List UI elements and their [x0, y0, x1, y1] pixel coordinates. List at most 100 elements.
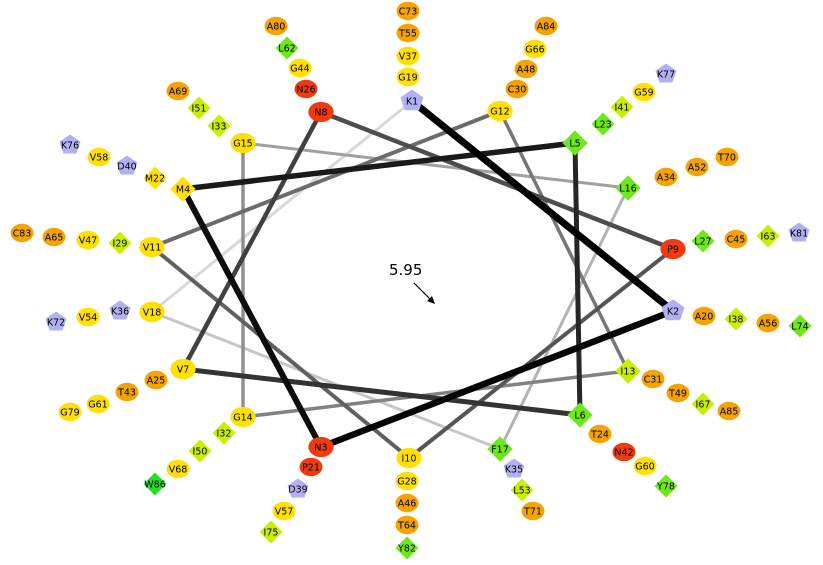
residue-g14-label: G14	[233, 413, 252, 424]
residue-t43-circle	[115, 382, 139, 402]
residue-m22-diamond	[143, 166, 167, 190]
residue-a84-circle	[534, 16, 558, 36]
residue-a85-circle	[717, 401, 741, 421]
residue-i38-diamond	[724, 307, 748, 331]
residue-i10-label: I10	[402, 454, 417, 465]
link-V7-N8	[181, 110, 323, 371]
residue-i50-diamond	[188, 439, 212, 463]
link-L5-L6	[572, 142, 583, 416]
residue-i41-label: I41	[615, 103, 630, 114]
residue-v18-label: V18	[143, 308, 162, 319]
residue-a56-label: A56	[759, 319, 778, 330]
residue-t55-label: T55	[398, 29, 417, 40]
residue-a25-label: A25	[147, 376, 166, 387]
residue-n42-label: N42	[614, 448, 633, 459]
residue-g79-circle	[58, 402, 82, 422]
residue-l6-diamond	[567, 402, 593, 428]
residue-p9-circle	[660, 238, 686, 260]
residue-g61-circle	[86, 394, 110, 414]
residue-v7-label: V7	[177, 365, 190, 376]
residue-g59-label: G59	[634, 88, 653, 99]
residue-k1-pentagon	[400, 89, 424, 111]
residue-i67-label: I67	[696, 400, 711, 411]
residue-i63-diamond	[756, 224, 780, 248]
residue-n26-circle	[294, 79, 318, 99]
link-V11-G12	[151, 109, 501, 249]
residue-n42-circle	[612, 442, 636, 462]
residue-t49-circle	[666, 383, 690, 403]
residue-g19-circle	[396, 67, 420, 87]
residue-a69-label: A69	[169, 87, 188, 98]
residue-g14-circle	[230, 406, 256, 428]
residue-a85-label: A85	[720, 407, 739, 418]
residue-l23-label: L23	[594, 120, 611, 131]
residue-t49-label: T49	[668, 389, 687, 400]
residue-v68-circle	[166, 459, 190, 479]
residue-i41-diamond	[610, 95, 634, 119]
residue-v57-label: V57	[275, 507, 294, 518]
residue-v58-circle	[87, 147, 111, 167]
residue-a84-label: A84	[537, 22, 556, 33]
residue-k35-label: K35	[505, 465, 523, 476]
residue-y78-diamond	[654, 474, 678, 498]
residue-i75-diamond	[259, 520, 283, 544]
residue-i32-diamond	[212, 421, 236, 445]
residue-l5-label: L5	[569, 139, 580, 150]
residue-k81-label: K81	[790, 229, 808, 240]
residue-i50-label: I50	[193, 447, 208, 458]
residue-g44-circle	[288, 58, 312, 78]
residue-a69-circle	[166, 81, 190, 101]
residue-t71-circle	[521, 501, 545, 521]
residue-g60-circle	[633, 456, 657, 476]
residue-c31-circle	[641, 369, 665, 389]
residue-g12-label: G12	[490, 107, 509, 118]
residue-n26-label: N26	[296, 85, 315, 96]
residue-g44-label: G44	[290, 64, 309, 75]
residue-l16-label: L16	[619, 184, 636, 195]
residue-i38-label: I38	[729, 315, 744, 326]
moment-value: 5.95	[389, 261, 422, 279]
residue-k77-label: K77	[657, 70, 675, 81]
residue-a34-label: A34	[657, 173, 676, 184]
residue-k35-pentagon	[503, 458, 525, 478]
residue-k36-pentagon	[109, 300, 131, 320]
residue-g15-circle	[230, 132, 256, 154]
residue-v47-label: V47	[79, 236, 98, 247]
residue-v37-circle	[396, 46, 420, 66]
moment-arrowhead	[427, 296, 435, 304]
residue-g15-label: G15	[233, 139, 252, 150]
residue-a80-circle	[264, 16, 288, 36]
residue-i13-label: I13	[621, 367, 636, 378]
residue-v54-label: V54	[79, 313, 98, 324]
residue-t70-label: T70	[717, 153, 736, 164]
residue-n3-label: N3	[314, 443, 327, 454]
residue-g28-circle	[395, 471, 419, 491]
residue-c30-label: C30	[508, 85, 527, 96]
link-M4-L5	[182, 140, 576, 192]
residue-t64-label: T64	[397, 521, 416, 532]
residue-w86-diamond	[143, 472, 167, 496]
residue-i67-diamond	[691, 392, 715, 416]
residue-t55-circle	[396, 23, 420, 43]
residue-i75-label: I75	[264, 528, 279, 539]
residue-p21-label: P21	[302, 463, 320, 474]
link-I10-V11	[150, 245, 411, 460]
residue-k76-label: K76	[61, 141, 79, 152]
residue-a48-label: A48	[517, 65, 536, 76]
residue-v37-label: V37	[399, 52, 418, 63]
residue-i51-label: I51	[192, 104, 207, 115]
residue-p9-label: P9	[667, 245, 679, 256]
residue-v58-label: V58	[90, 153, 109, 164]
residue-i63-label: I63	[761, 232, 776, 243]
residue-n3-circle	[308, 436, 334, 458]
link-K2-N3	[319, 307, 675, 451]
residue-i29-diamond	[108, 231, 132, 255]
residue-c73-label: C73	[399, 7, 418, 18]
residue-l53-diamond	[510, 478, 534, 502]
link-L6-V7	[182, 366, 581, 418]
residue-v11-circle	[139, 236, 165, 258]
residue-f17-diamond	[487, 436, 513, 462]
residue-m4-label: M4	[176, 185, 190, 196]
